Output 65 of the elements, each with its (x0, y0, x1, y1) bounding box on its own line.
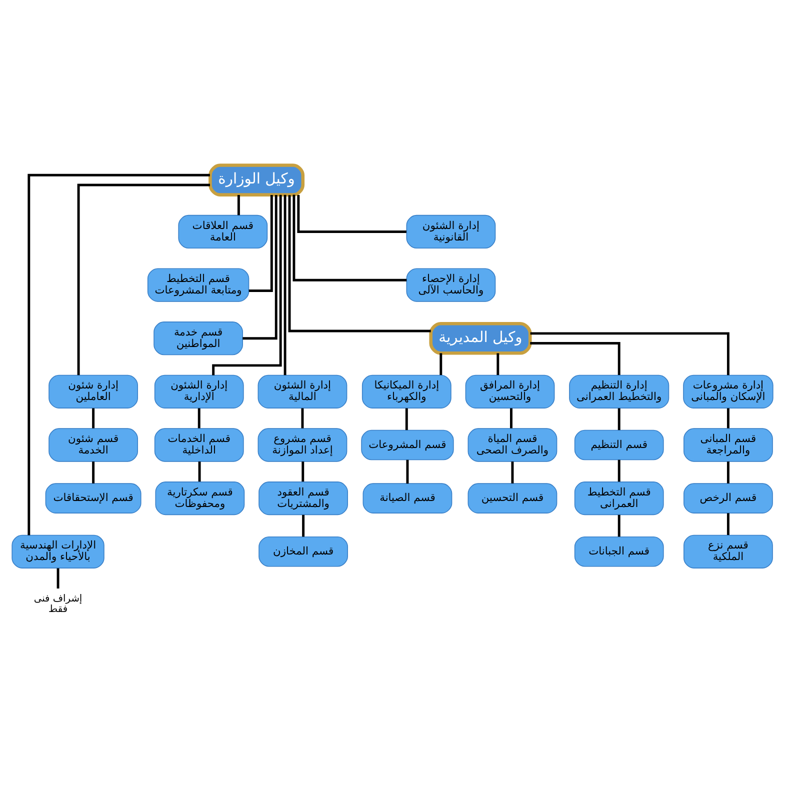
node-box: إدارة التنظيم والتخطيط العمرانى (569, 374, 670, 408)
connector (726, 462, 730, 484)
node-box: قسم المياة والصرف الصحى (468, 428, 558, 462)
connector (726, 408, 730, 428)
connector (248, 194, 273, 292)
node-box: إدارة الشئون المالية (258, 374, 348, 408)
connector (212, 194, 282, 376)
connector (302, 462, 304, 482)
node-box: قسم العقود والمشتريات (258, 482, 348, 516)
node-box: وكيل الوزارة (208, 164, 305, 196)
connector (496, 353, 500, 376)
node-box: إدارة شئون العاملين (48, 374, 138, 408)
node-box: قسم الصيانة (362, 483, 452, 514)
connector (530, 332, 730, 376)
node-box: الإدارات الهندسية بالأحياء والمدن (12, 534, 104, 568)
node-box: قسم المخازن (258, 536, 348, 567)
node-box: قسم الخدمات الداخلية (154, 428, 244, 462)
connector (288, 195, 431, 332)
node-box: قسم العلاقات العامة (178, 214, 268, 249)
connector (56, 568, 60, 589)
node-box: قسم الإستحقاقات (45, 483, 142, 514)
connector (405, 408, 408, 430)
connector (726, 513, 730, 535)
node-box: قسم المبانى والمراجعة (684, 428, 773, 462)
connector (77, 184, 210, 376)
connector (618, 460, 620, 482)
node-box: قسم المشروعات (361, 430, 454, 460)
node-box: قسم التخطيط العمرانى (574, 482, 664, 516)
connector (92, 408, 95, 428)
node-box: قسم الرخص (684, 483, 773, 514)
node-box: قسم التنظيم (574, 430, 664, 460)
connector (28, 174, 210, 536)
connector (284, 194, 286, 376)
node-box: قسم سكرتارية ومحفوظات (155, 482, 245, 516)
connector (292, 194, 407, 282)
node-box: قسم التحسين (468, 483, 558, 514)
connector (198, 462, 201, 482)
node-text: إشراف فنى فقط (34, 593, 82, 616)
connector (237, 195, 240, 216)
connector (198, 408, 200, 428)
connector (440, 353, 442, 376)
node-box: إدارة الشئون الإدارية (154, 374, 244, 408)
connector (301, 408, 304, 428)
node-box: قسم شئون الخدمة (48, 428, 138, 462)
connector (510, 408, 512, 428)
connector (406, 460, 409, 484)
connector (297, 195, 406, 233)
node-box: إدارة الشئون القانونية (406, 214, 496, 249)
node-box: قسم الجبانات (574, 536, 664, 567)
connector (302, 514, 305, 537)
node-box: إدارة الإحصاء والحاسب الآلى (406, 268, 496, 302)
node-box: قسم نزع الملكية (684, 534, 773, 568)
node-box: قسم التخطيط ومتابعة المشروعات (147, 268, 250, 302)
node-box: إدارة الميكانيكا والكهرباء (362, 374, 452, 408)
connector (242, 194, 278, 340)
node-box: قسم مشروع إعداد الموازنة (258, 428, 348, 462)
node-box: قسم خدمة المواطنين (154, 322, 243, 356)
connector (92, 462, 95, 484)
node-box: إدارة المرافق والتحسين (465, 374, 555, 408)
node-box: وكيل المديرية (429, 322, 532, 355)
connector (530, 342, 620, 376)
connector (618, 408, 620, 430)
connector (511, 462, 514, 484)
connector (618, 514, 620, 537)
node-box: إدارة مشروعات الإسكان والمبانى (683, 374, 774, 408)
